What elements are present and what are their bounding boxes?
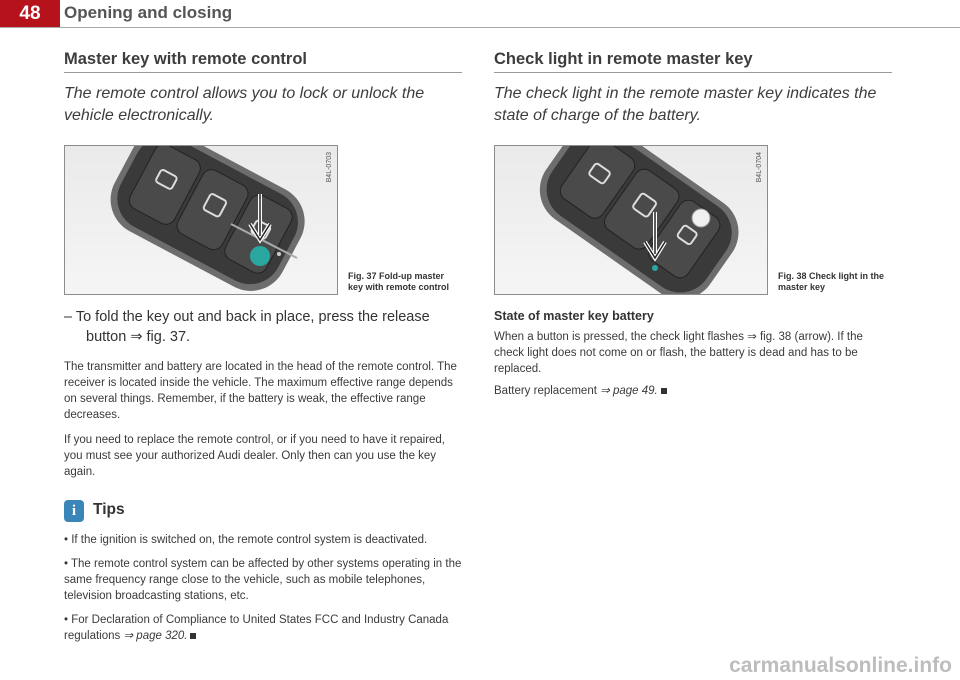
page-header: 48 Opening and closing	[0, 0, 960, 30]
section-title-check-light: Check light in remote master key	[494, 50, 892, 73]
figure-caption: Fig. 37 Fold-up master key with remote c…	[348, 271, 450, 292]
instruction-step: – To fold the key out and back in place,…	[64, 309, 430, 345]
tip-item: • For Declaration of Compliance to Unite…	[64, 612, 462, 644]
lead-text: The remote control allows you to lock or…	[64, 85, 425, 124]
tips-label: Tips	[93, 501, 125, 518]
paragraph-check-light: When a button is pressed, the check ligh…	[494, 331, 863, 375]
tip-text: • For Declaration of Compliance to Unite…	[64, 614, 449, 642]
check-light-dot	[652, 265, 658, 271]
page-number: 48	[0, 0, 60, 27]
figure-38: B4L-0704 Fig. 38 Check light in the mast…	[494, 145, 892, 295]
figure-image: B4L-0703	[64, 145, 338, 295]
paragraph-replace: If you need to replace the remote contro…	[64, 434, 446, 478]
left-column: Master key with remote control The remot…	[64, 50, 462, 644]
site-watermark: carmanualsonline.info	[729, 654, 952, 677]
right-column: Check light in remote master key The che…	[494, 50, 892, 399]
figure-code: B4L-0703	[326, 152, 333, 183]
end-of-section-icon	[660, 387, 667, 394]
figure-image: B4L-0704	[494, 145, 768, 295]
end-of-section-icon	[190, 632, 197, 639]
release-button-dot	[250, 246, 270, 266]
section-title-master-key: Master key with remote control	[64, 50, 462, 73]
paragraph-transmitter: The transmitter and battery are located …	[64, 361, 457, 421]
page-reference-link[interactable]: ⇒ page 49.	[600, 385, 658, 397]
header-divider	[0, 27, 960, 28]
remote-key-illustration	[110, 146, 305, 291]
lead-text: The check light in the remote master key…	[494, 85, 877, 124]
tips-header: i Tips	[64, 500, 462, 524]
remote-key-illustration	[539, 146, 739, 294]
subheading-battery: State of master key battery	[494, 309, 654, 323]
info-icon: i	[64, 500, 84, 522]
figure-caption: Fig. 38 Check light in the master key	[778, 271, 885, 292]
paragraph-battery-replacement: Battery replacement ⇒ page 49.	[494, 383, 892, 399]
replacement-text: Battery replacement	[494, 385, 601, 397]
figure-code: B4L-0704	[756, 152, 763, 183]
tip-item: • The remote control system can be affec…	[64, 558, 462, 602]
figure-37: B4L-0703 Fig. 37 Fold-up master key with…	[64, 145, 462, 295]
tip-item: • If the ignition is switched on, the re…	[64, 534, 428, 546]
chapter-title: Opening and closing	[64, 3, 233, 22]
page-reference-link[interactable]: ⇒ page 320.	[123, 630, 188, 642]
